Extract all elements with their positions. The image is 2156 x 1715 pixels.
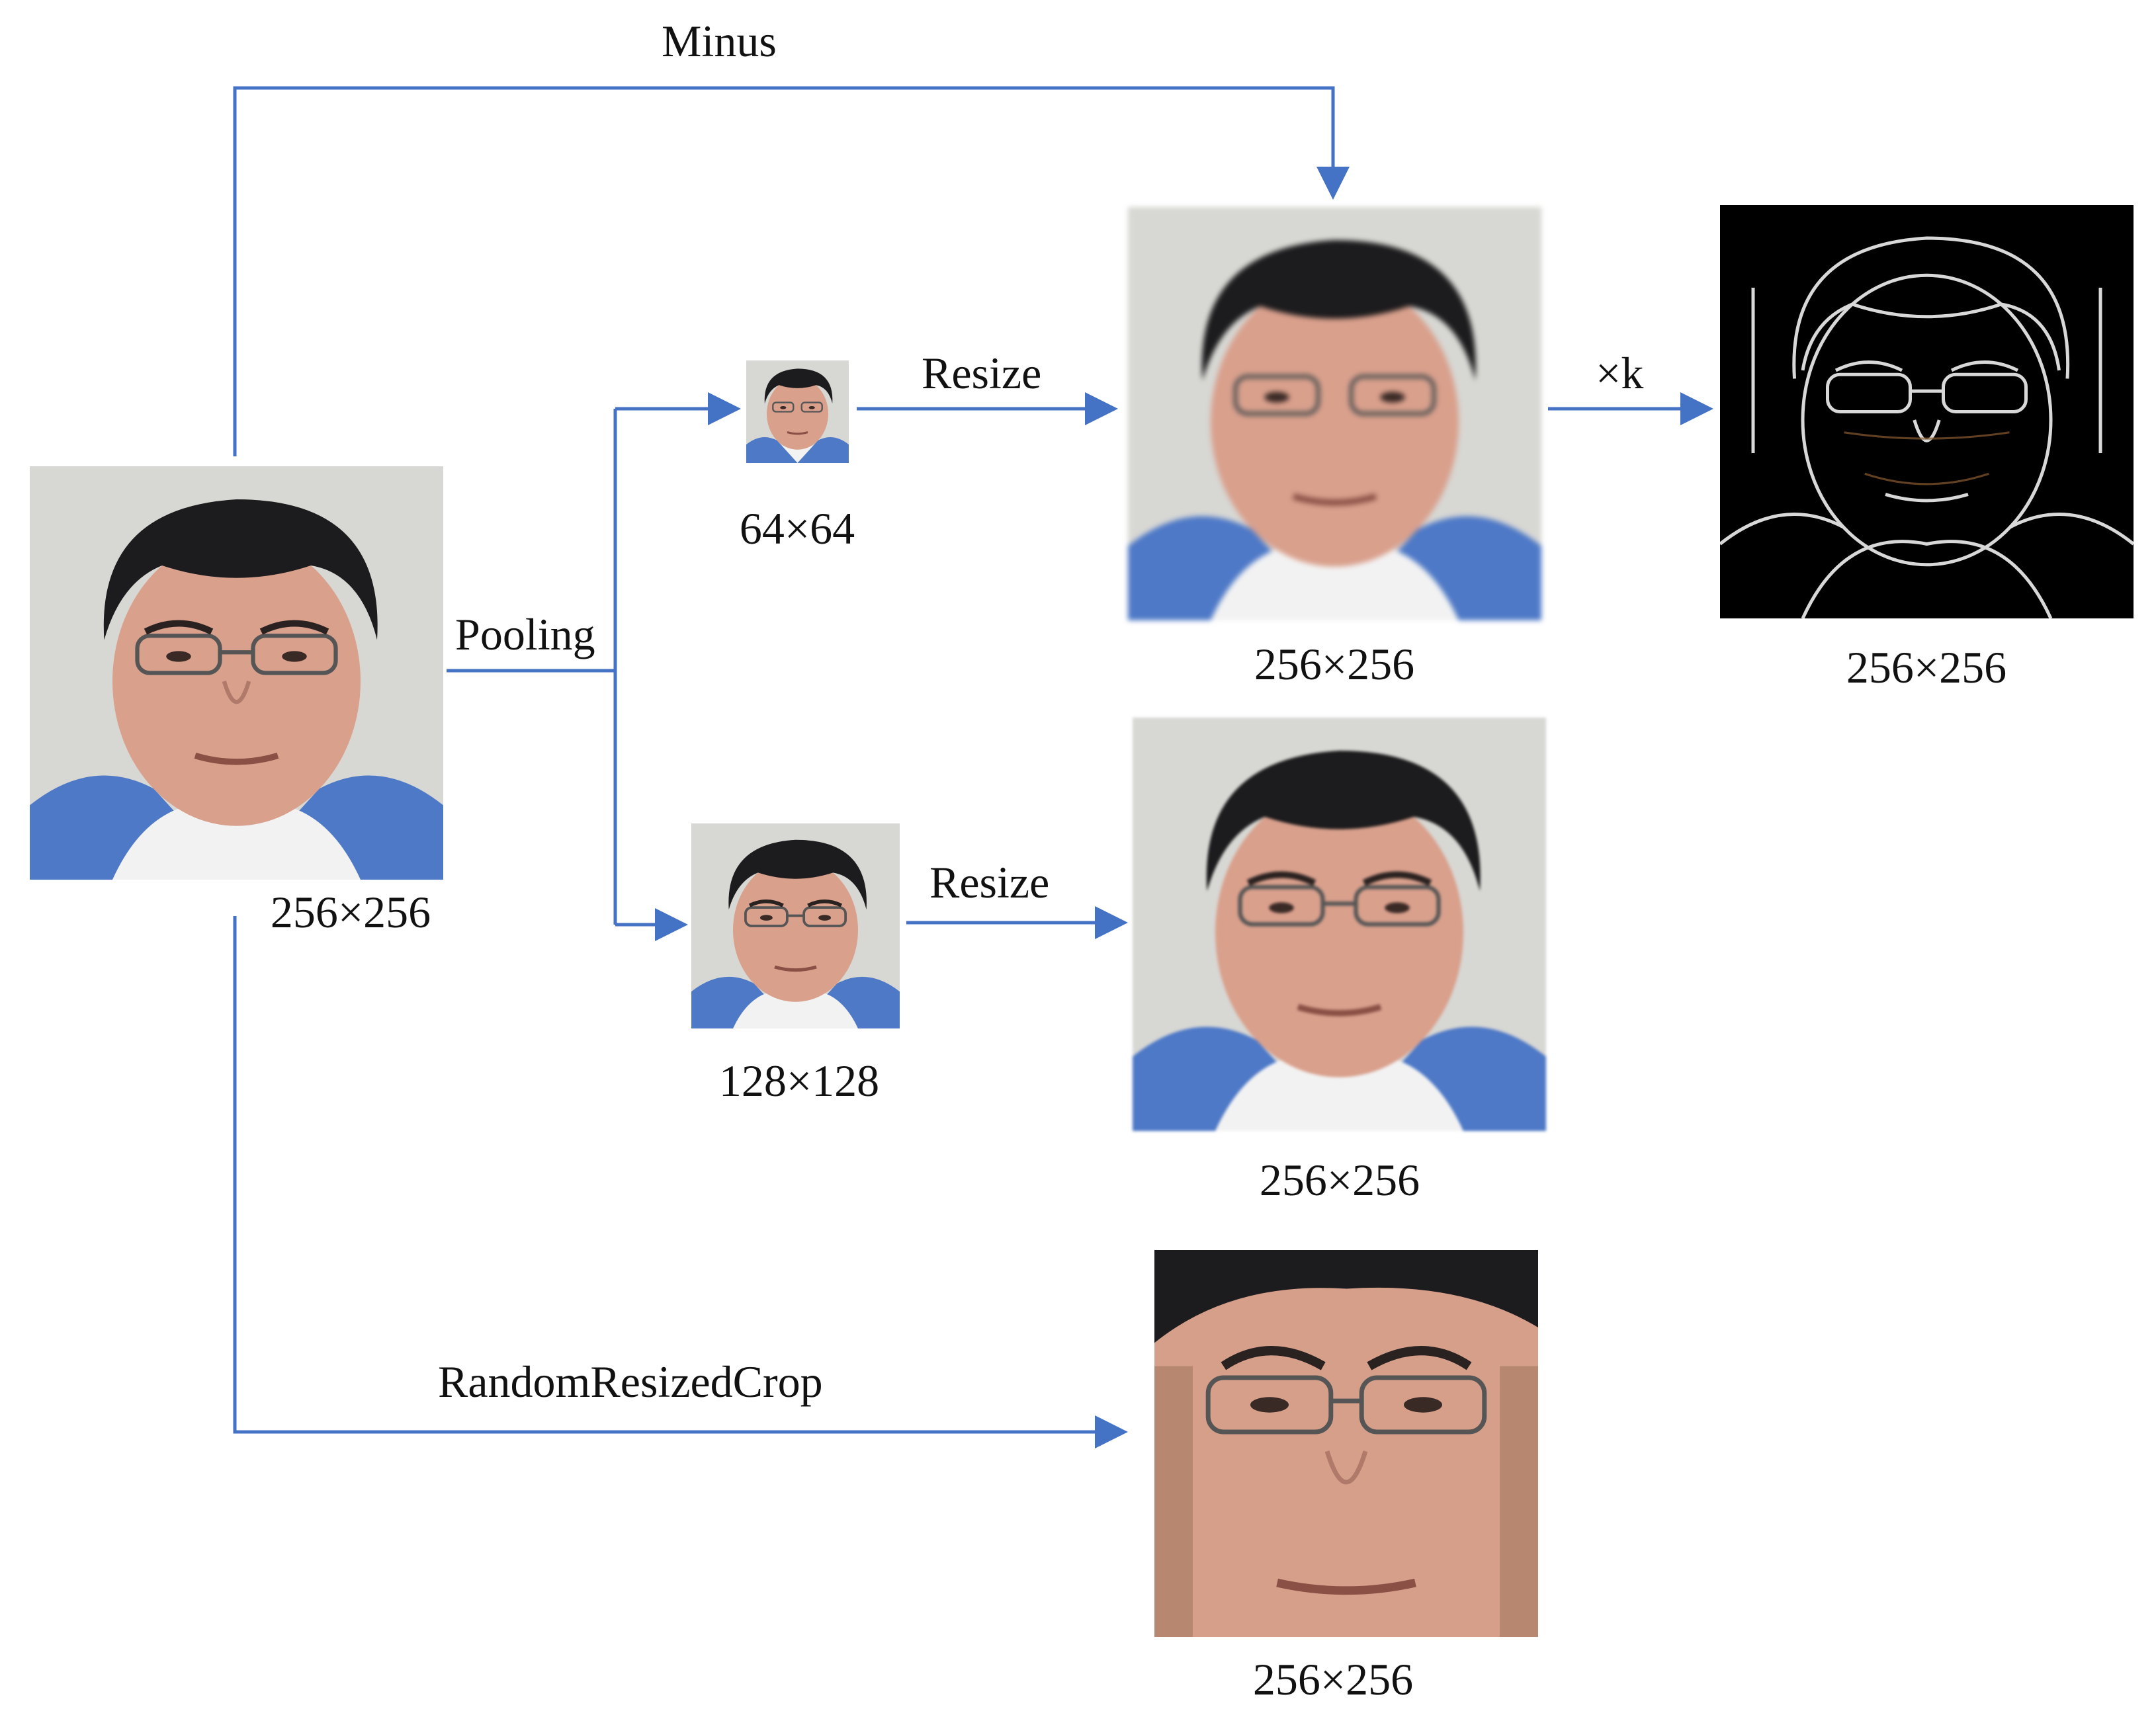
crop-output-face-image xyxy=(1154,1250,1538,1637)
resized-from-64-face-image xyxy=(1128,207,1541,620)
edge-map-image xyxy=(1720,205,2134,618)
input-face-image xyxy=(30,466,443,880)
edge-output-caption: 256×256 xyxy=(1846,642,2007,692)
times-k-label: ×k xyxy=(1596,348,1644,398)
random-resized-crop-arrow xyxy=(233,916,1128,1448)
resized-from-128-face-image xyxy=(1133,718,1546,1131)
pooled-128-face-image xyxy=(691,823,900,1028)
minus-arrow xyxy=(233,86,1350,456)
pooling-label: Pooling xyxy=(455,609,595,659)
pooled-64-caption: 64×64 xyxy=(739,503,855,554)
crop-output-caption: 256×256 xyxy=(1252,1654,1414,1704)
random-resized-crop-label: RandomResizedCrop xyxy=(438,1357,823,1407)
resized-from-128-caption: 256×256 xyxy=(1259,1155,1420,1205)
pooled-128-caption: 128×128 xyxy=(718,1056,880,1106)
resized-from-64-caption: 256×256 xyxy=(1254,639,1415,689)
input-caption: 256×256 xyxy=(270,887,431,937)
resize-mid-label: Resize xyxy=(929,857,1050,907)
resize-top-label: Resize xyxy=(922,348,1042,398)
minus-label: Minus xyxy=(662,16,777,66)
pooled-64-face-image xyxy=(746,360,849,463)
